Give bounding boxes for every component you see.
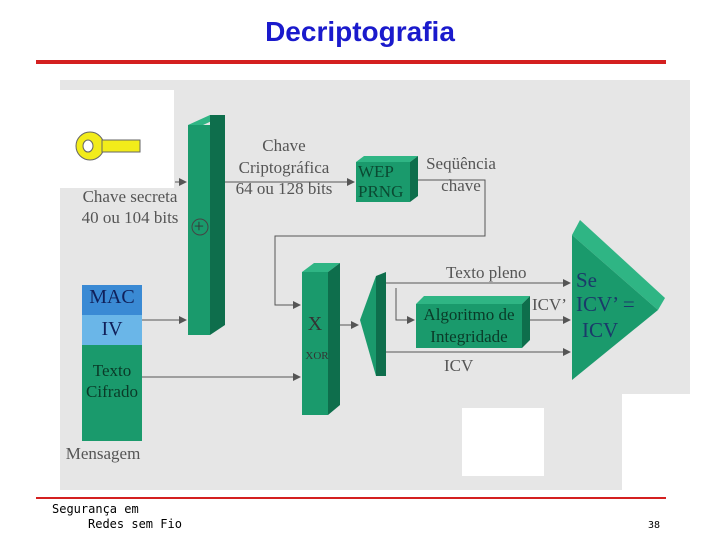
footer-line-1: Segurança em: [52, 502, 139, 516]
sequencia-label-1: Seqüência: [426, 154, 496, 173]
connectors: [142, 178, 571, 381]
splitter-wedge: [360, 272, 386, 376]
compare-triangle: [572, 220, 665, 380]
iv-label: IV: [101, 318, 123, 340]
slide-title: Decriptografia: [265, 16, 455, 47]
chave-label-3: 64 ou 128 bits: [235, 179, 333, 198]
blank-area: [462, 408, 544, 476]
compare-label-2: ICV’ =: [576, 292, 635, 316]
title-divider: [36, 60, 666, 64]
chave-label-1: Chave: [262, 136, 306, 155]
algoritmo-label-1: Algoritmo de: [423, 305, 515, 324]
texto-pleno-label: Texto pleno: [446, 263, 527, 282]
mac-label: MAC: [89, 286, 135, 308]
texto-cifrado-label-1: Texto: [92, 361, 132, 380]
chave-secreta-label-1: Chave secreta: [82, 187, 178, 206]
icv-prime-label: ICV’: [532, 295, 567, 314]
sequencia-label-2: chave: [441, 176, 481, 195]
algoritmo-label-2: Integridade: [430, 327, 508, 346]
chave-label-2: Criptográfica: [238, 158, 330, 177]
icv-label: ICV: [444, 356, 474, 375]
key-icon: [75, 131, 141, 161]
wep-label: WEP: [358, 162, 394, 181]
mensagem-label: Mensagem: [65, 444, 141, 463]
texto-cifrado-label-2: Cifrado: [86, 382, 138, 401]
footer-divider: [36, 497, 666, 499]
integrity-algorithm-box: [416, 296, 530, 348]
xor-label: XOR: [305, 350, 329, 362]
footer-line-2: Redes sem Fio: [88, 517, 182, 531]
decryption-diagram: Chave Criptográfica 64 ou 128 bits WEP P…: [60, 80, 690, 490]
compare-label-1: Se: [576, 268, 597, 292]
wep-prng-box: [356, 156, 418, 202]
compare-label-3: ICV: [582, 318, 619, 342]
plus-symbol: +: [193, 216, 205, 236]
footer-text: Segurança em Redes sem Fio: [52, 502, 182, 532]
xor-symbol: X: [307, 313, 323, 335]
xor-bar: [302, 263, 340, 415]
diagram-shapes: [75, 115, 665, 441]
blank-area-right: [622, 394, 690, 490]
chave-secreta-label-2: 40 ou 104 bits: [81, 208, 179, 227]
prng-label: PRNG: [358, 182, 404, 201]
concat-bar: [188, 115, 225, 335]
message-blocks: [82, 285, 142, 441]
page-number: 38: [648, 520, 661, 531]
